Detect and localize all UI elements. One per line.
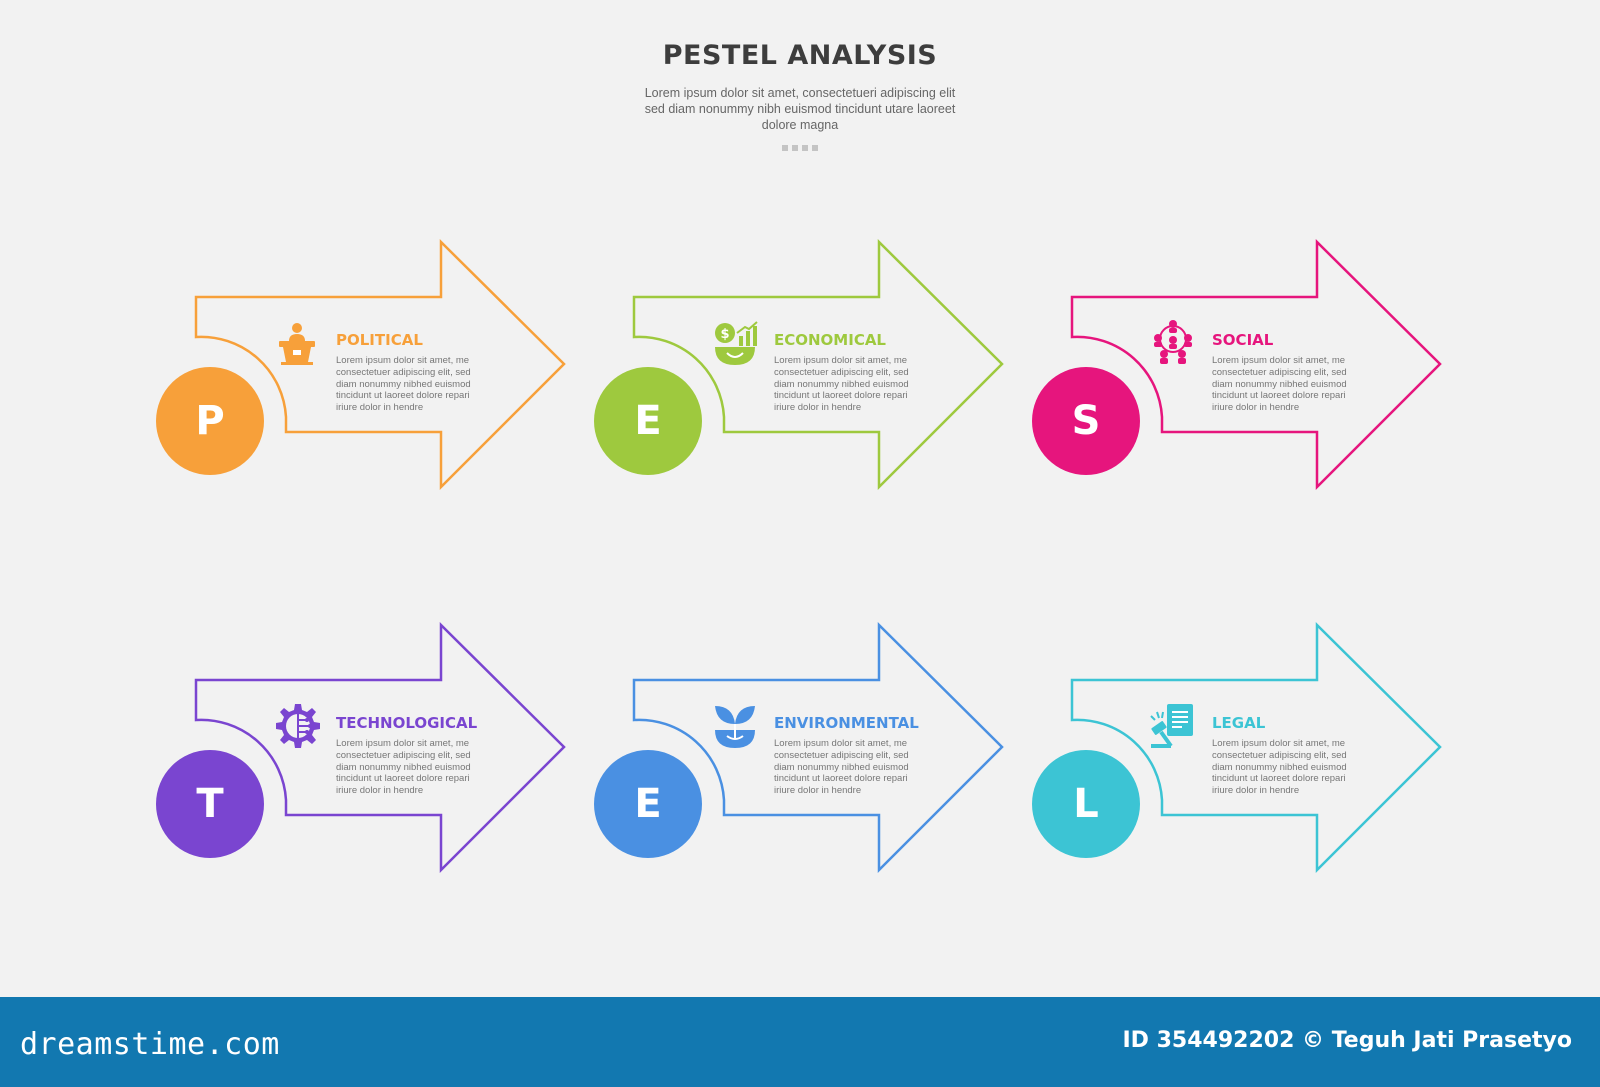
arrow-outline — [1070, 621, 1442, 874]
card-description: Lorem ipsum dolor sit amet, me consectet… — [336, 738, 471, 797]
arrow-outline — [194, 621, 566, 874]
card-title: ENVIRONMENTAL — [774, 714, 919, 732]
letter-badge: S — [1032, 367, 1140, 475]
arrow-outline — [632, 238, 1004, 491]
pestel-card-environmental: E ENVIRONMENTAL Lorem ipsum dolor sit am… — [594, 621, 1014, 885]
page-subtitle: Lorem ipsum dolor sit amet, consectetuer… — [644, 86, 956, 132]
header: PESTEL ANALYSIS Lorem ipsum dolor sit am… — [0, 40, 1600, 151]
site-logo: dreamstime.com — [20, 1027, 280, 1062]
gavel-document-icon — [1150, 704, 1193, 748]
pestel-card-political: P POLITICAL Lorem ipsum dolor sit amet, … — [156, 238, 576, 502]
pestel-card-legal: L LEGAL Lorem ipsum dolor sit amet, me c… — [1032, 621, 1452, 885]
page-title: PESTEL ANALYSIS — [662, 40, 938, 71]
card-description: Lorem ipsum dolor sit amet, me consectet… — [1212, 355, 1347, 414]
card-description: Lorem ipsum dolor sit amet, me consectet… — [336, 355, 471, 414]
podium-icon — [279, 323, 315, 365]
arrow-outline — [1070, 238, 1442, 491]
people-network-icon — [1154, 320, 1192, 364]
money-growth-icon: $ — [715, 321, 758, 365]
card-title: ECONOMICAL — [774, 331, 886, 349]
arrow-outline — [194, 238, 566, 491]
letter-badge: P — [156, 367, 264, 475]
card-title: POLITICAL — [336, 331, 423, 349]
pestel-card-social: S SOCIAL Lorem ipsum dolor sit amet, me … — [1032, 238, 1452, 502]
pestel-card-economical: E $ ECONOMICAL Lorem ipsum dolor sit ame… — [594, 238, 1014, 502]
gear-circuit-icon — [276, 704, 320, 748]
letter-badge: E — [594, 367, 702, 475]
card-description: Lorem ipsum dolor sit amet, me consectet… — [1212, 738, 1347, 797]
card-title: SOCIAL — [1212, 331, 1274, 349]
watermark-footer: dreamstime.com ID 354492202 © Teguh Jati… — [0, 997, 1600, 1087]
leaf-hand-icon — [715, 706, 755, 748]
pestel-card-technological: T TECHNOLOGICAL Lorem ipsum dolor sit am… — [156, 621, 576, 885]
letter-badge: L — [1032, 750, 1140, 858]
divider-dots — [0, 145, 1600, 151]
card-title: TECHNOLOGICAL — [336, 714, 478, 732]
card-description: Lorem ipsum dolor sit amet, me consectet… — [774, 355, 909, 414]
letter-badge: T — [156, 750, 264, 858]
image-credit: ID 354492202 © Teguh Jati Prasetyo — [1122, 1028, 1573, 1053]
letter-badge: E — [594, 750, 702, 858]
card-description: Lorem ipsum dolor sit amet, me consectet… — [774, 738, 909, 797]
svg-text:$: $ — [720, 327, 729, 342]
arrow-outline — [632, 621, 1004, 874]
card-title: LEGAL — [1212, 714, 1266, 732]
